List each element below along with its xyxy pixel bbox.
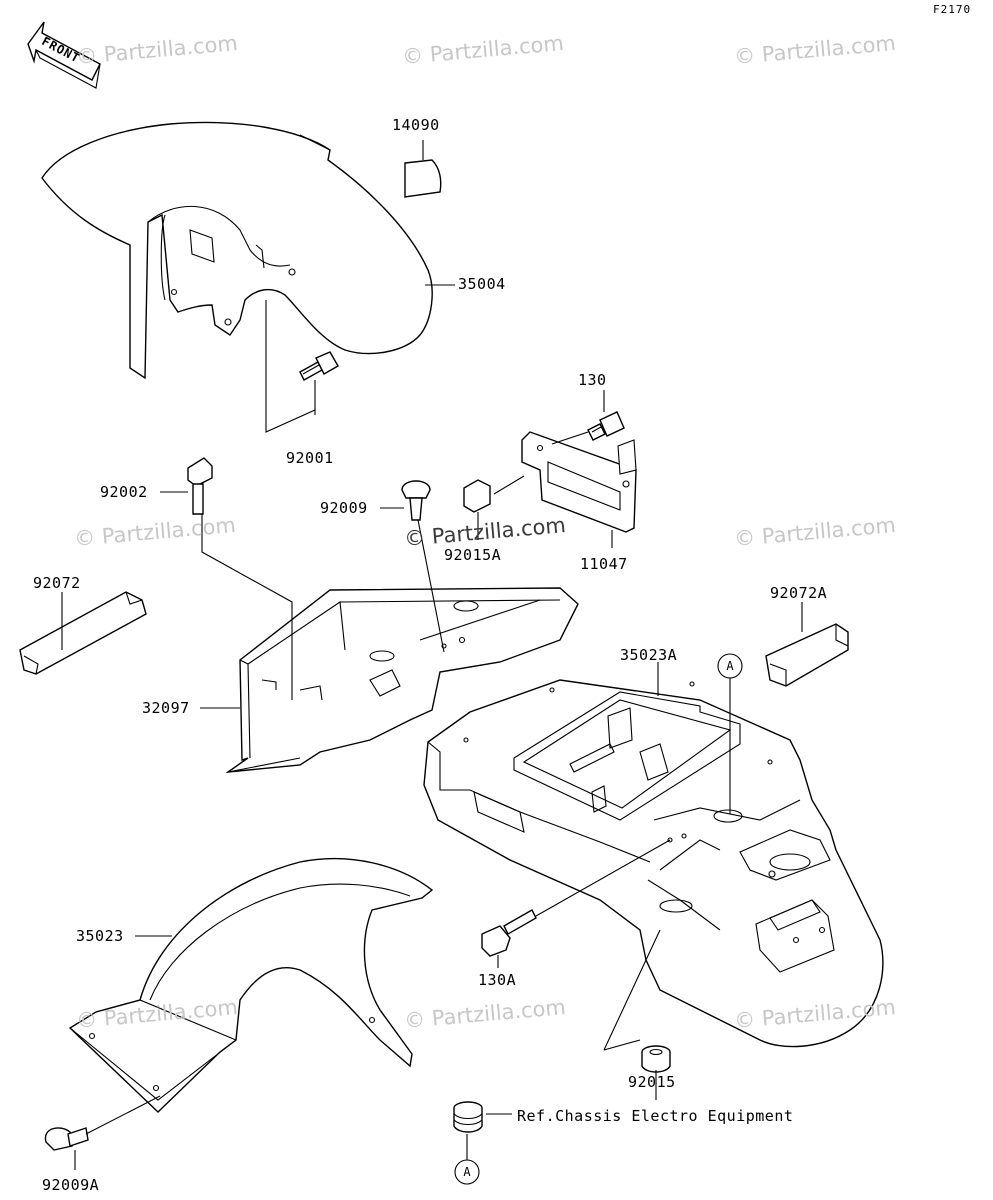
screw-92009A (44, 1127, 89, 1151)
callout-35023A[interactable]: 35023A (620, 646, 678, 664)
pad-14090 (404, 159, 442, 198)
reference-marker-a-bottom: A (463, 1165, 471, 1179)
callout-11047[interactable]: 11047 (580, 555, 628, 573)
callout-92002[interactable]: 92002 (100, 483, 148, 501)
strap-92072 (19, 591, 147, 675)
bolt-92002 (187, 457, 213, 515)
callout-92009[interactable]: 92009 (320, 499, 368, 517)
callout-14090[interactable]: 14090 (392, 116, 440, 134)
bolt-92001 (299, 351, 339, 381)
callout-92001[interactable]: 92001 (286, 449, 334, 467)
rubber-mount-ref (453, 1101, 483, 1133)
callout-92072[interactable]: 92072 (33, 574, 81, 592)
reference-marker-a-top: A (726, 659, 734, 673)
callout-92015[interactable]: 92015 (628, 1073, 676, 1091)
callout-35023[interactable]: 35023 (76, 927, 124, 945)
rear-fender-35023A (423, 679, 884, 1048)
bracket-11047 (521, 431, 637, 533)
bolt-130A (481, 909, 537, 957)
leader-lines (61, 140, 803, 1170)
nut-92015A (463, 479, 491, 513)
front-fender-35004 (41, 121, 433, 380)
reference-note: Ref.Chassis Electro Equipment (517, 1107, 794, 1125)
callout-35004[interactable]: 35004 (458, 275, 506, 293)
screw-92009 (401, 480, 431, 521)
battery-case-32097 (225, 587, 579, 773)
callout-92072A[interactable]: 92072A (770, 584, 828, 602)
front-arrow-icon (27, 21, 101, 89)
bolt-130 (587, 411, 625, 441)
callout-32097[interactable]: 32097 (142, 699, 190, 717)
rear-fender-35023 (68, 857, 434, 1113)
callout-92009A[interactable]: 92009A (42, 1176, 100, 1194)
grommet-92015 (641, 1045, 671, 1073)
callout-130[interactable]: 130 (578, 371, 607, 389)
callout-92015A[interactable]: 92015A (444, 546, 502, 564)
callout-130A[interactable]: 130A (478, 971, 517, 989)
figure-id: F2170 (933, 3, 972, 16)
strap-92072A (765, 623, 849, 687)
